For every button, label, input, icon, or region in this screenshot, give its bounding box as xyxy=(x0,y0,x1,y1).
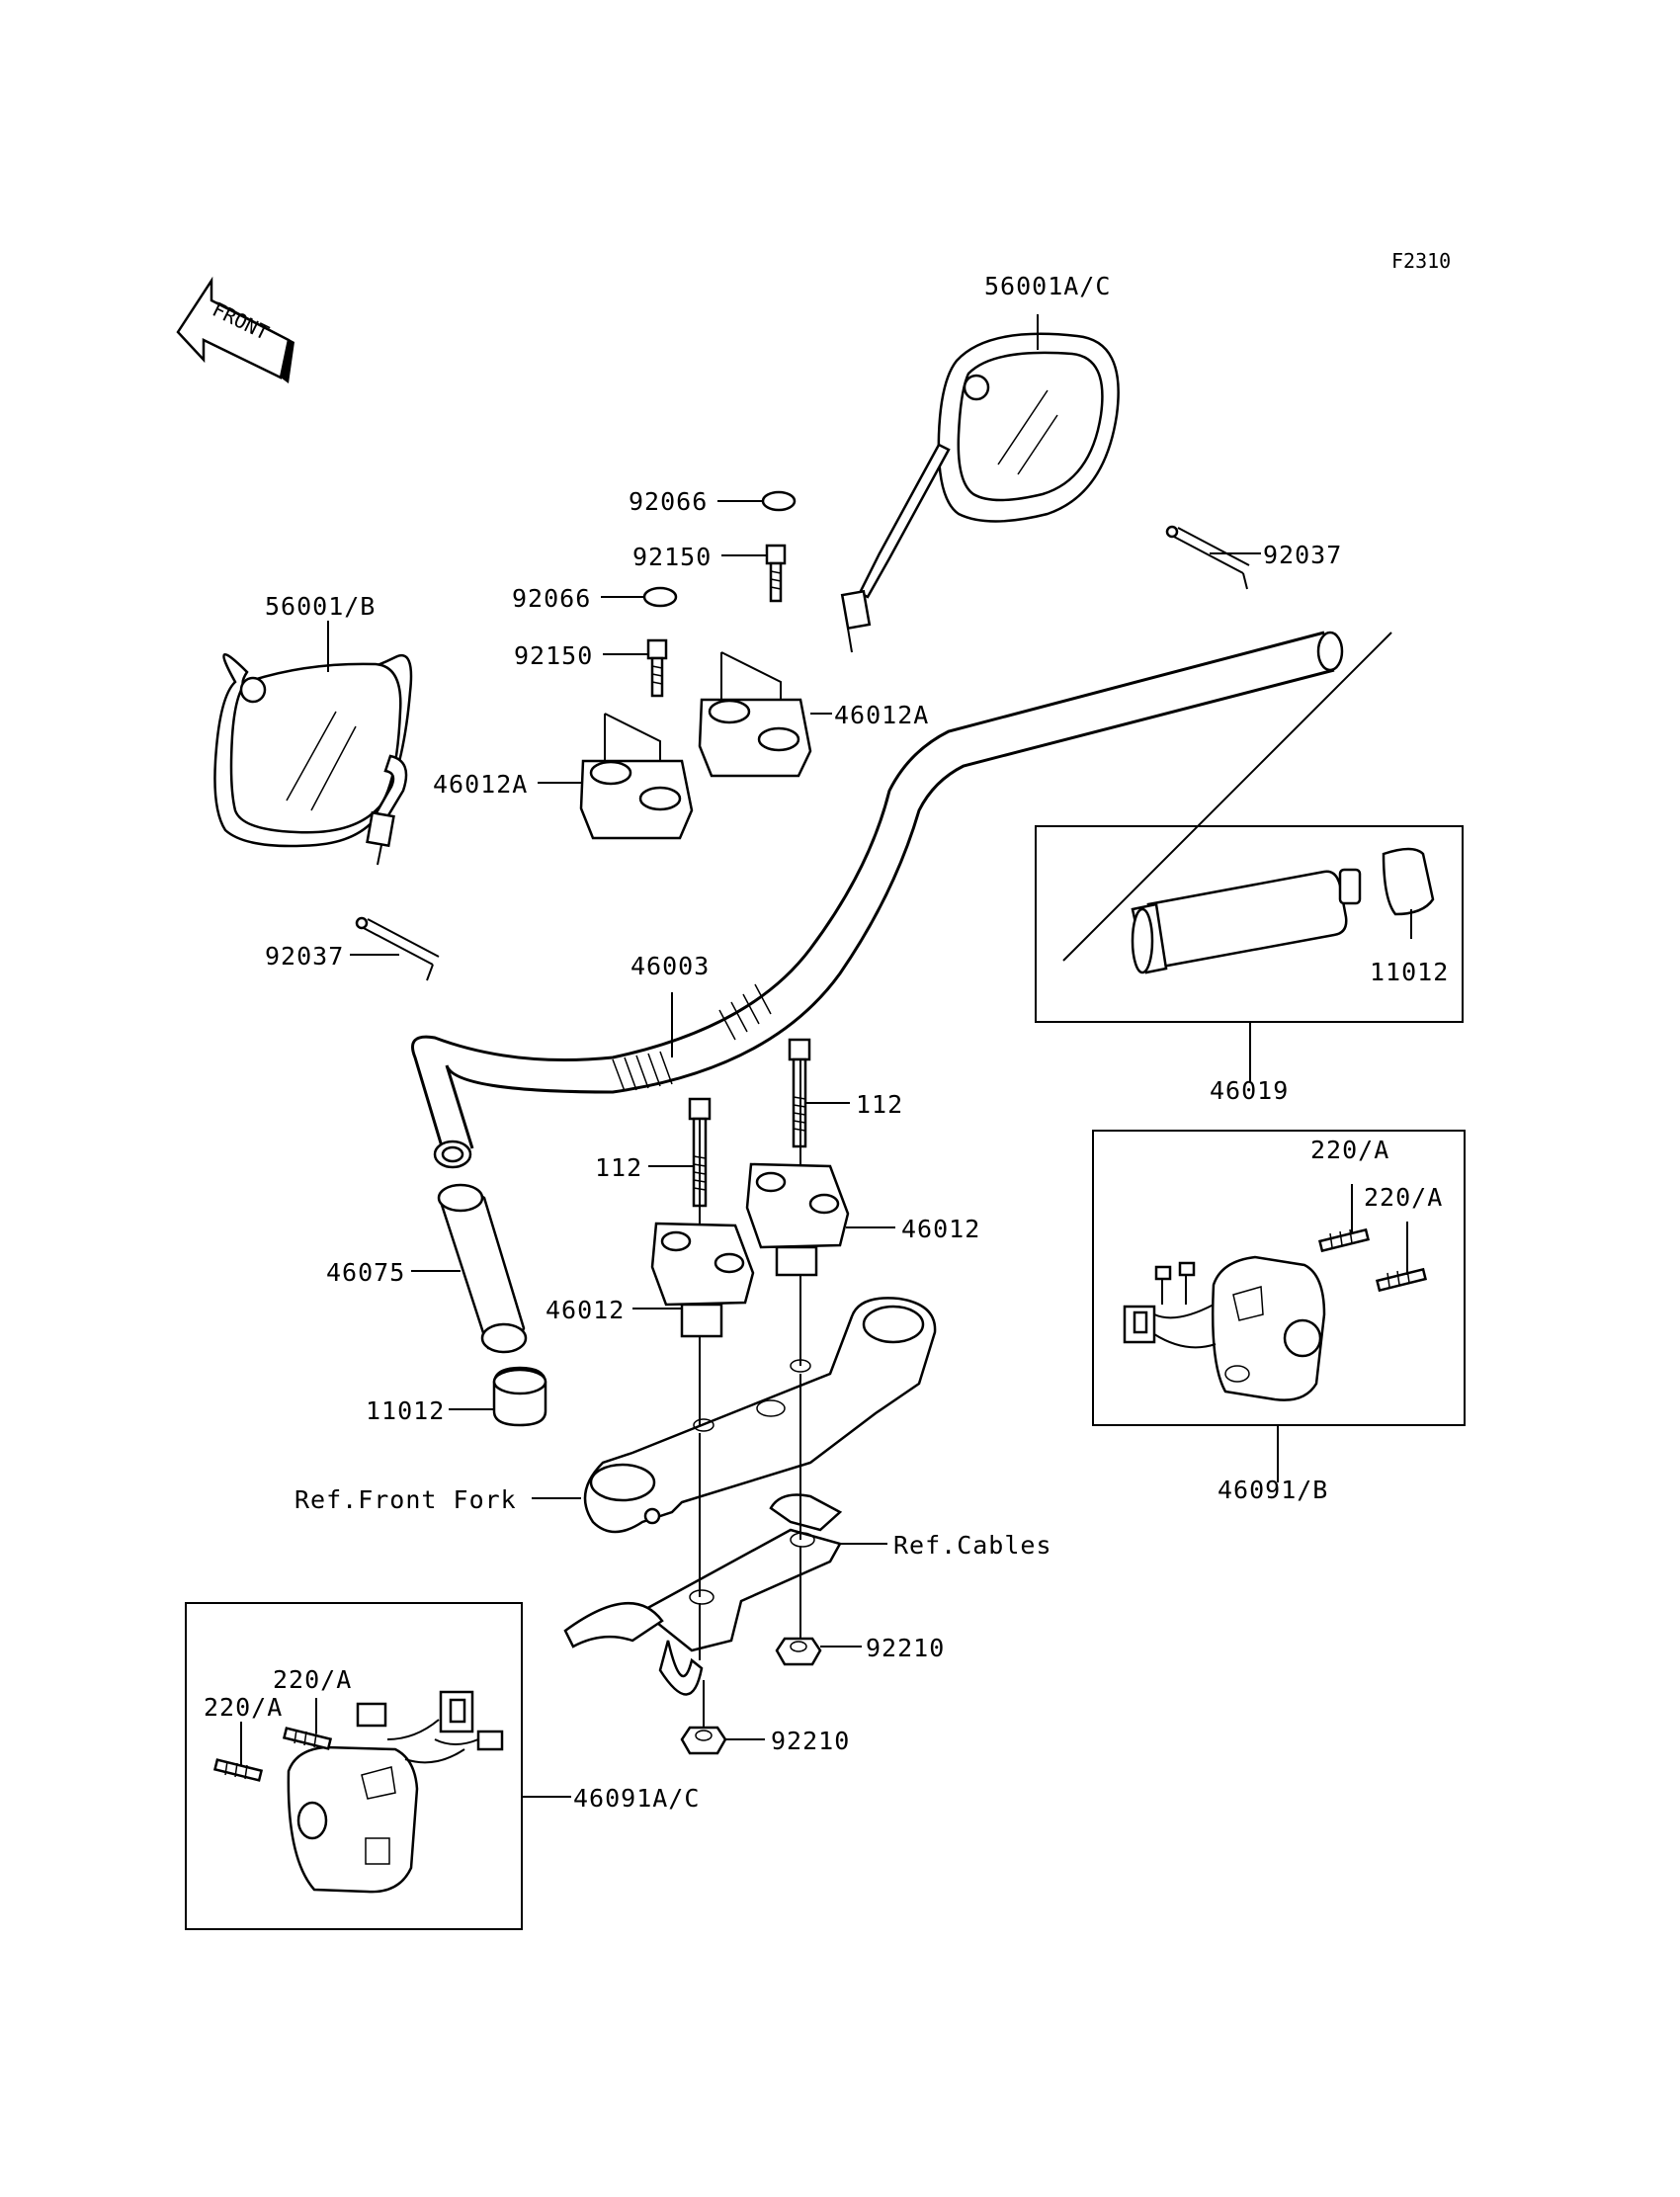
clamp-upper-right xyxy=(698,651,812,778)
label-cap-lower: 92066 xyxy=(512,584,591,613)
cap-lower xyxy=(642,586,678,608)
fork-bracket xyxy=(583,1297,937,1534)
mirror-right xyxy=(840,332,1120,653)
label-clamp-upper-left: 46012A xyxy=(433,770,528,799)
nut-lower xyxy=(680,1726,727,1755)
label-ref-cables: Ref.Cables xyxy=(893,1531,1052,1560)
switch-left-box xyxy=(185,1602,523,1930)
mirror-left xyxy=(213,653,413,866)
holder-right xyxy=(745,1162,850,1277)
screw-right-a xyxy=(1317,1227,1371,1253)
bolt-upper xyxy=(765,544,787,603)
label-bolt-upper: 92150 xyxy=(632,543,712,571)
label-bolt-112-left: 112 xyxy=(595,1153,642,1182)
switch-right-box xyxy=(1092,1130,1466,1426)
band-right xyxy=(1165,525,1250,590)
label-holder-left: 46012 xyxy=(546,1296,625,1324)
label-nut-upper: 92210 xyxy=(866,1634,945,1662)
grip-left xyxy=(437,1183,528,1354)
label-bolt-lower: 92150 xyxy=(514,641,593,670)
label-ref-front-fork: Ref.Front Fork xyxy=(294,1485,517,1514)
label-mirror-left: 56001/B xyxy=(265,592,376,621)
label-grip-left: 46075 xyxy=(326,1258,405,1287)
label-switch-left: 46091A/C xyxy=(573,1784,700,1813)
screw-right-b xyxy=(1375,1267,1428,1293)
cable-bracket xyxy=(563,1493,843,1696)
label-switch-right: 46091/B xyxy=(1218,1476,1328,1504)
label-switch-right-screw-b: 220/A xyxy=(1364,1183,1443,1212)
diagram-code: F2310 xyxy=(1391,249,1451,273)
screw-left-b xyxy=(282,1727,333,1750)
label-holder-right: 46012 xyxy=(901,1215,980,1243)
cap-upper xyxy=(761,490,797,512)
axis-line-left xyxy=(699,1119,705,1728)
label-band-left: 92037 xyxy=(265,942,344,971)
label-cap-upper: 92066 xyxy=(629,487,708,516)
holder-left xyxy=(650,1222,755,1338)
nut-upper xyxy=(775,1637,822,1666)
clamp-upper-left xyxy=(579,713,694,840)
label-nut-lower: 92210 xyxy=(771,1727,850,1755)
handlebar xyxy=(411,631,1344,1169)
front-arrow-icon: FRONT xyxy=(176,276,294,383)
label-switch-right-screw-a: 220/A xyxy=(1310,1136,1389,1164)
label-band-right: 92037 xyxy=(1263,541,1342,569)
label-grip-assy: 46019 xyxy=(1210,1076,1289,1105)
screw-left-a xyxy=(212,1758,264,1782)
label-switch-left-screw-b: 220/A xyxy=(204,1693,283,1722)
label-switch-left-screw-a: 220/A xyxy=(273,1665,352,1694)
label-end-weight-right: 11012 xyxy=(1370,958,1449,986)
label-end-weight-left: 11012 xyxy=(366,1396,445,1425)
band-left xyxy=(355,916,440,981)
end-weight-left xyxy=(492,1366,547,1427)
grip-assy-box xyxy=(1035,632,1464,1023)
label-bolt-112-right: 112 xyxy=(856,1090,903,1119)
label-handlebar: 46003 xyxy=(630,952,710,980)
label-mirror-right: 56001A/C xyxy=(984,272,1111,300)
bolt-lower xyxy=(646,638,668,698)
label-clamp-upper-right: 46012A xyxy=(834,701,929,729)
